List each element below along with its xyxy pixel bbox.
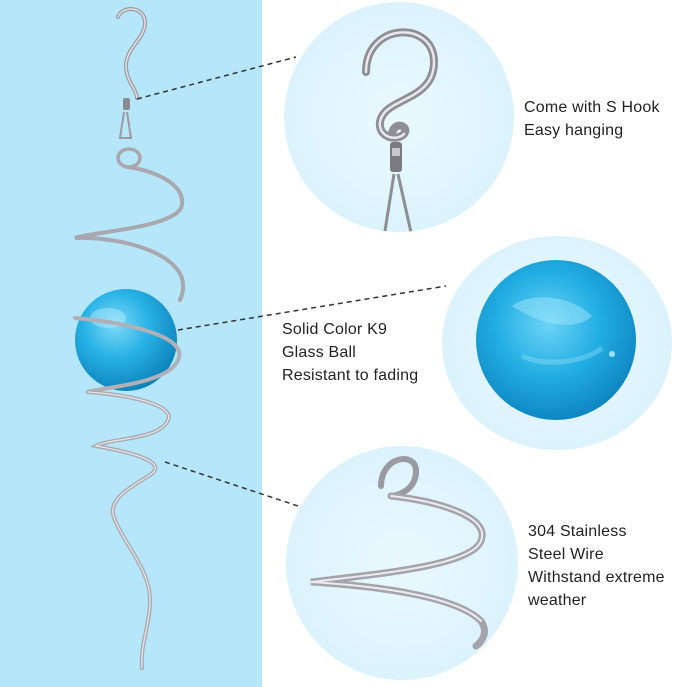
caption-line: weather [528,592,587,609]
caption-line: Glass Ball [282,344,357,361]
s-hook-closeup [284,2,514,232]
caption-line: 304 Stainless [528,523,627,540]
caption-line: Withstand extreme [528,569,665,586]
feature-caption-hook: Come with S Hook Easy hanging [524,96,660,142]
steel-spiral-icon [310,456,488,650]
feature-caption-wire: 304 Stainless Steel Wire Withstand extre… [528,520,665,612]
steel-wire-closeup [286,446,518,680]
wind-spinner-icon [73,7,185,670]
caption-line: Solid Color K9 [282,321,388,338]
feature-caption-ball: Solid Color K9 Glass Ball Resistant to f… [282,318,418,387]
s-hook-icon [362,28,439,232]
glass-ball-icon [476,260,636,420]
caption-line: Come with S Hook [524,99,660,116]
glass-ball-closeup [442,236,672,450]
caption-line: Resistant to fading [282,367,419,384]
caption-line: Steel Wire [528,546,604,563]
caption-line: Easy hanging [524,122,624,139]
